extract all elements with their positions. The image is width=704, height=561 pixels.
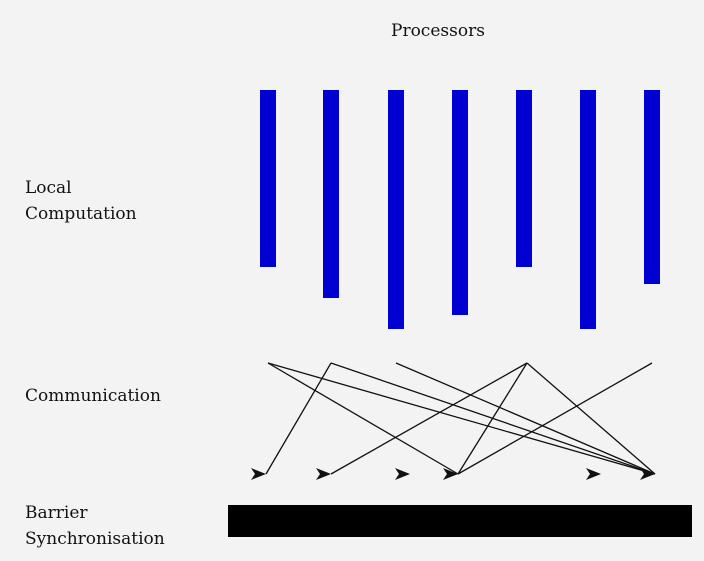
arrowhead-icon xyxy=(443,468,458,480)
arrowhead-icon xyxy=(640,468,655,480)
processor-bar-p2 xyxy=(323,90,339,298)
processor-bar-p4 xyxy=(452,90,468,315)
arrowhead-icon xyxy=(395,468,410,480)
arrowhead-icon xyxy=(251,468,266,480)
processor-bar-p1 xyxy=(260,90,276,267)
message-line-p5-to-p6 xyxy=(526,362,656,475)
processor-bar-p6 xyxy=(580,90,596,329)
stage-label-communication: Communication xyxy=(25,386,161,406)
arrowhead-icon xyxy=(586,468,601,480)
diagram-title: Processors xyxy=(391,21,485,41)
message-line-p5-to-p4 xyxy=(457,362,528,475)
stage-label-barrier-synchronisation: Barrier Synchronisation xyxy=(25,503,165,549)
message-line-p5-to-p2 xyxy=(330,362,528,475)
arrowhead-icon xyxy=(316,468,331,480)
message-line-p1-to-p7 xyxy=(267,362,656,475)
message-line-p2-to-p1 xyxy=(265,362,332,475)
processor-bar-p7 xyxy=(644,90,660,284)
processor-bar-p3 xyxy=(388,90,404,329)
message-line-p3-to-p6 xyxy=(395,362,656,475)
barrier-bar xyxy=(228,505,692,537)
communication-arrows xyxy=(251,362,656,480)
processor-bars xyxy=(260,90,660,329)
message-line-p1-to-p4 xyxy=(267,362,459,475)
processor-bar-p5 xyxy=(516,90,532,267)
message-line-p7-to-p4 xyxy=(457,362,653,475)
stage-label-local-computation: Local Computation xyxy=(25,178,137,224)
